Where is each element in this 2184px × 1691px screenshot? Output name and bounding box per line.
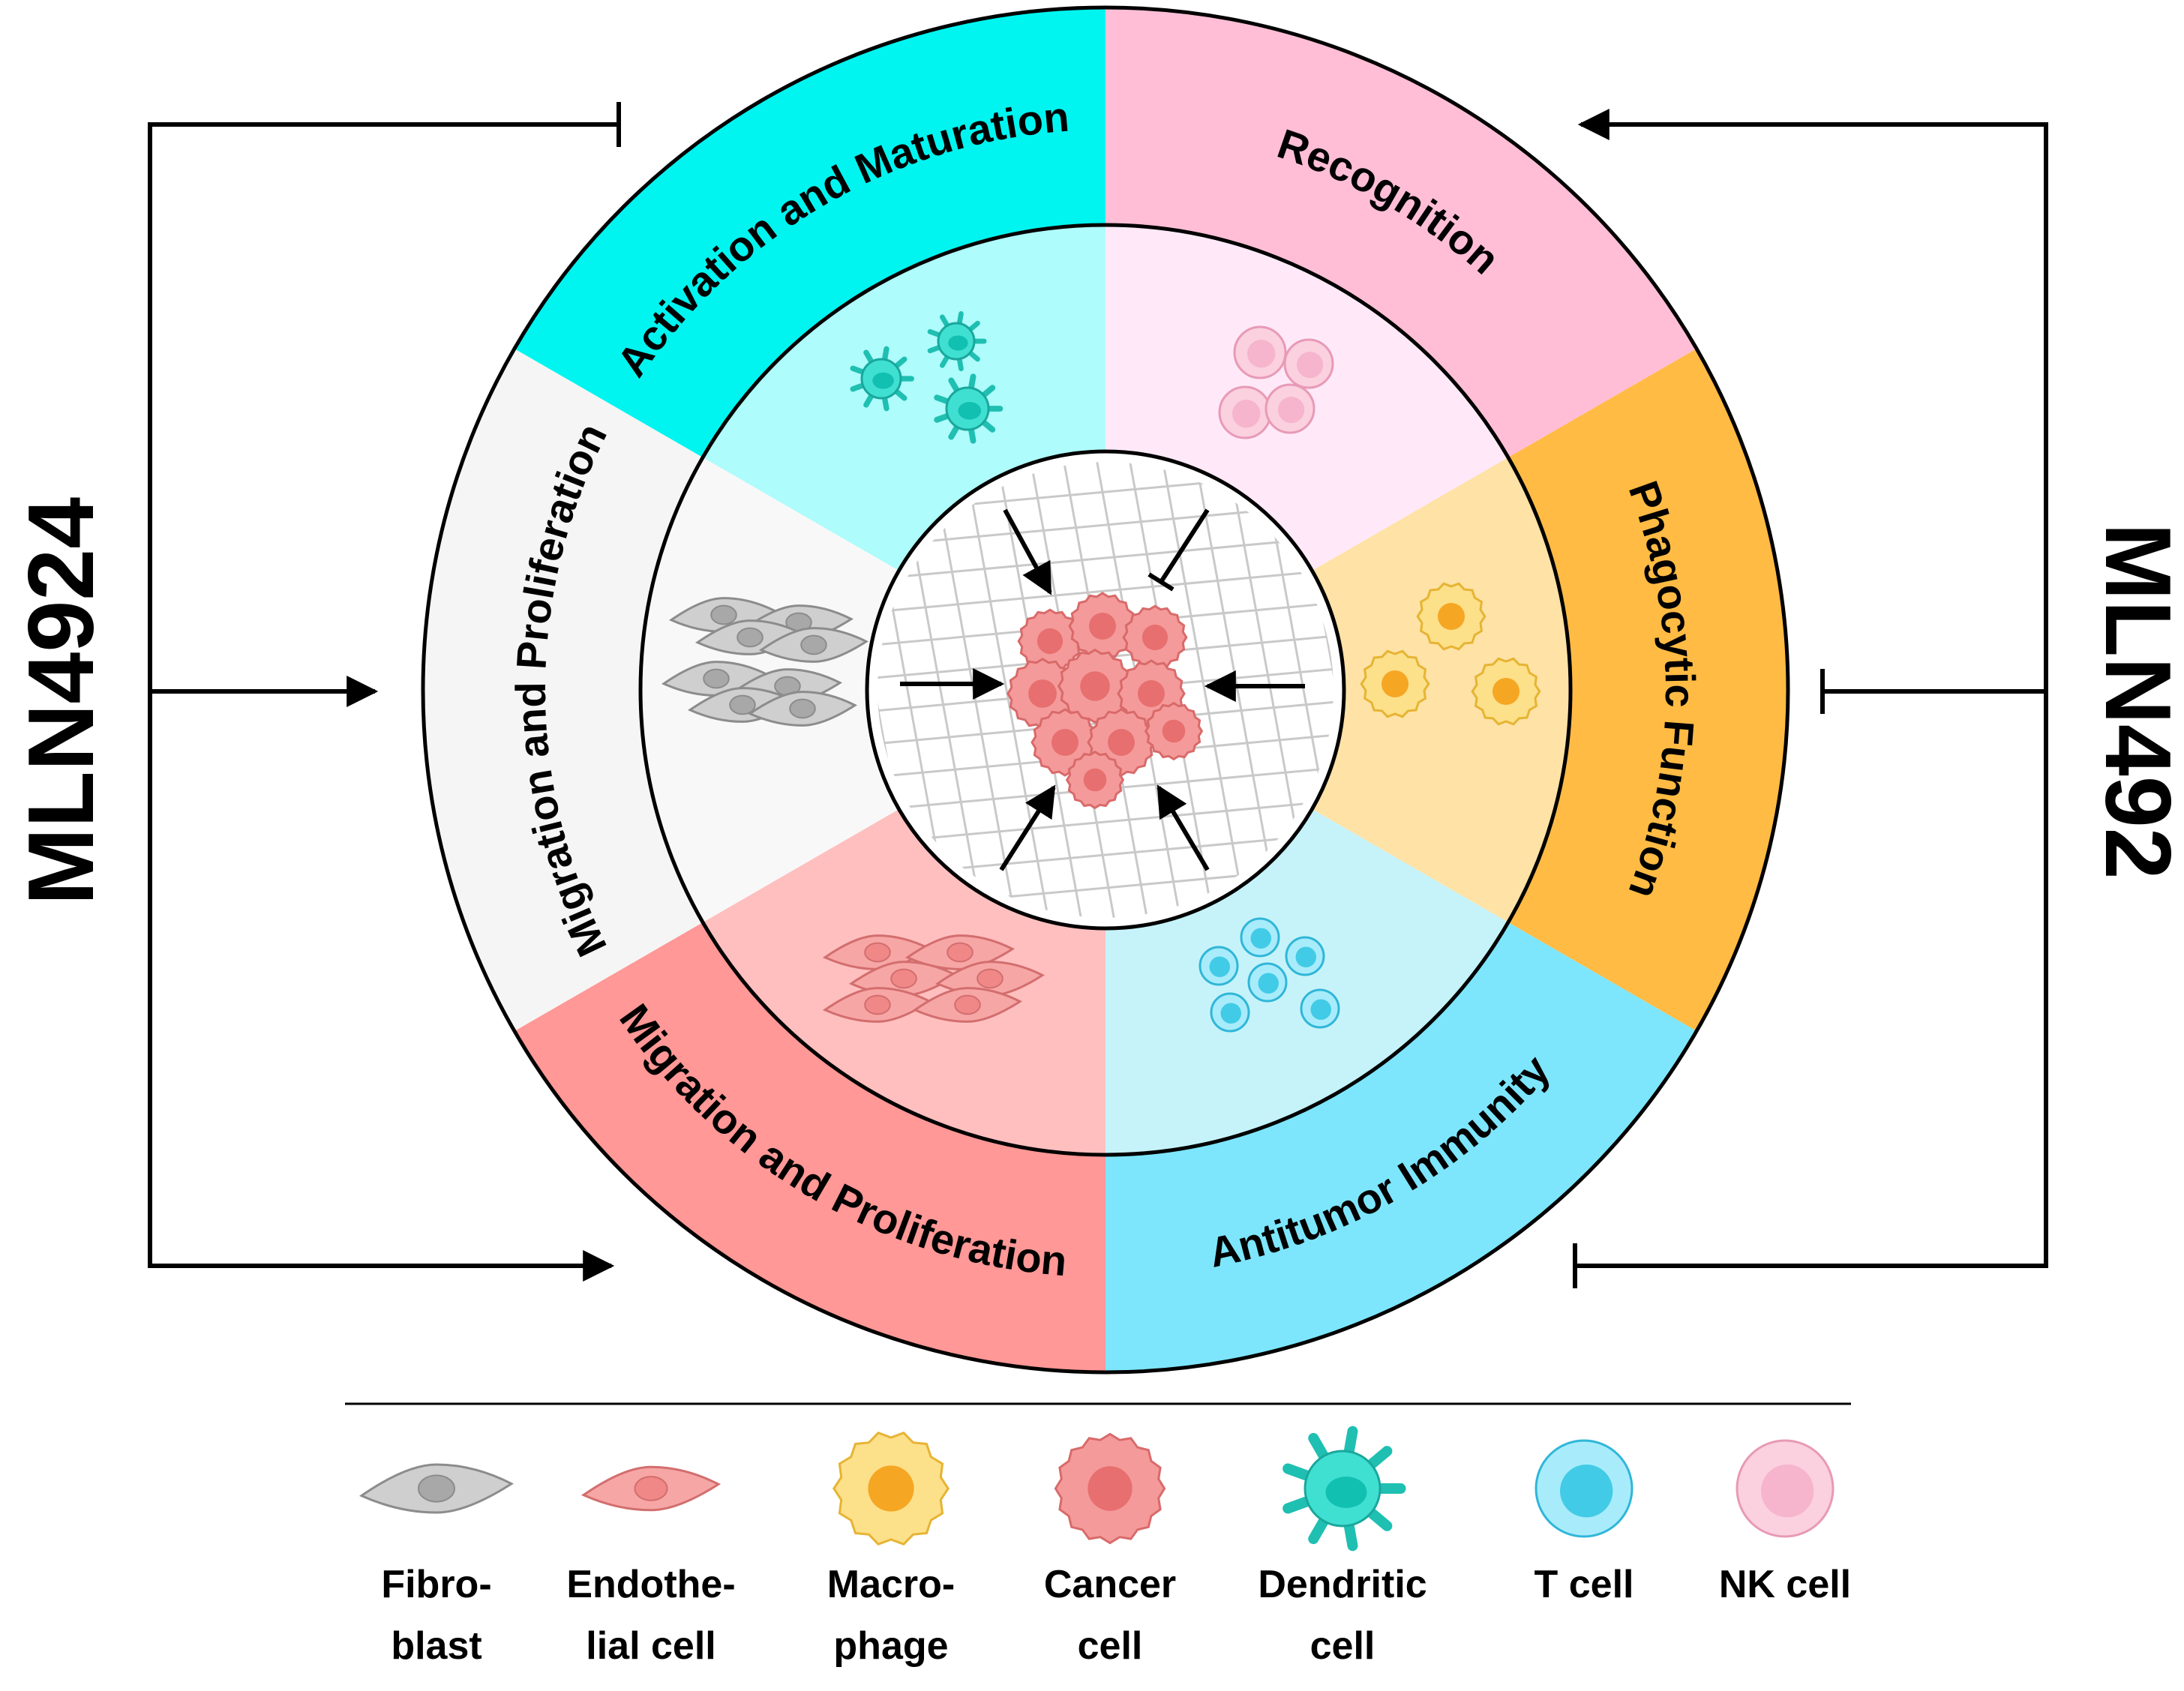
outer-sector-endothelial [514,922,1106,1372]
right-bracket-line [1575,109,2048,1268]
t-cell [1240,917,1280,958]
dendritic-cell-icon [1282,1426,1406,1552]
inner-sector-macrophage [1312,457,1570,922]
outer-sector-macrophage [1508,349,1788,1031]
core-arrow-bottomright [1156,784,1210,871]
endothelial-cell [822,987,933,1023]
nk-cell-icon [1736,1439,1834,1538]
legend-item-macrophage: Macro-phage [827,1431,955,1668]
legend-item-endothelial: Endothe-lial cell [566,1465,736,1668]
legend-item-dendritic: Dendritic cell [1258,1426,1427,1668]
core-arrow-topleft [1003,508,1052,595]
outer-sector-fibroblast [423,349,704,1031]
cancer-cell [1122,604,1188,670]
legend-label-cancer: Cancer [1044,1563,1176,1606]
left-drug-label: MLN4924 [10,497,113,905]
middle-ring-border [638,223,1573,1157]
t-cell [1210,992,1250,1033]
outer-ring-border [421,5,1790,1375]
nk-cell [1283,338,1334,389]
cancer-cell-icon [1054,1432,1166,1545]
core-inhibit-topright [1159,508,1210,583]
endothelial-icon [580,1465,722,1512]
outer-sector-tcell [1106,922,1697,1372]
cancer-cell [1144,701,1204,761]
t-cell-icon [1534,1439,1634,1538]
macrophage-icon [832,1431,950,1546]
nk-cell [1264,383,1316,434]
legend-label-dendritic: Dendritic [1258,1563,1426,1606]
endothelial-cell [904,934,1016,970]
macrophage-cell [1360,649,1430,718]
dendritic-cell [934,373,1004,444]
outer-sector-nk [1106,7,1697,457]
outer-sector-dendritic [514,7,1106,457]
legend-item-nk: NK cell [1719,1439,1851,1606]
legend-label-cancer-line2: cell [1078,1624,1143,1668]
left-bracket-line [148,122,619,1282]
t-cell [1285,936,1325,976]
macrophage-cell [1471,657,1541,726]
legend-label-macrophage-line2: phage [833,1624,948,1668]
legend-item-cancer: Cancer cell [1044,1432,1176,1668]
legend-label-fibroblast-line2: blast [391,1624,482,1668]
fibroblast-cell [747,691,858,727]
legend-label-tcell: T cell [1534,1563,1634,1606]
fibroblast-cell [758,627,869,663]
endothelial-cell [912,987,1023,1023]
legend-item-fibroblast: Fibro-blast [358,1463,514,1668]
legend-label-nk: NK cell [1719,1563,1851,1606]
legend-label-endothelial-line2: lial cell [586,1624,716,1668]
nk-cell [1218,385,1272,439]
macrophage-cell [1416,582,1486,651]
t-cell [1300,988,1340,1029]
core-inhibit-bar [1148,572,1174,592]
nk-cell [1233,325,1287,379]
fibroblast-icon [358,1463,514,1514]
core-arrows [900,508,1305,871]
cancer-cell [1017,608,1083,674]
right-pathway: MLN492 [1573,109,2184,1288]
legend-label-fibroblast: Fibro- [381,1563,491,1606]
inner-sector-tcell [1106,809,1508,1155]
legend-item-tcell: T cell [1534,1439,1634,1606]
cancer-cell [1068,592,1137,661]
left-pathway: MLN4924 [10,102,621,1282]
ring-cell-clusters [661,311,1541,1033]
legend-label-macrophage: Macro- [827,1563,955,1606]
t-cell [1198,946,1239,986]
right-drug-label: MLN492 [2086,523,2184,879]
dendritic-cell [850,346,914,412]
legend-label-dendritic-line2: cell [1310,1624,1376,1668]
core-arrow-bottomleft [999,784,1056,871]
t-cell [1247,962,1288,1003]
cancer-cell [1065,750,1125,810]
legend-label-endothelial: Endothe- [566,1563,735,1606]
endothelial-cell [934,961,1046,997]
cancer-cell-cluster [1006,592,1204,810]
dendritic-cell [927,311,987,371]
